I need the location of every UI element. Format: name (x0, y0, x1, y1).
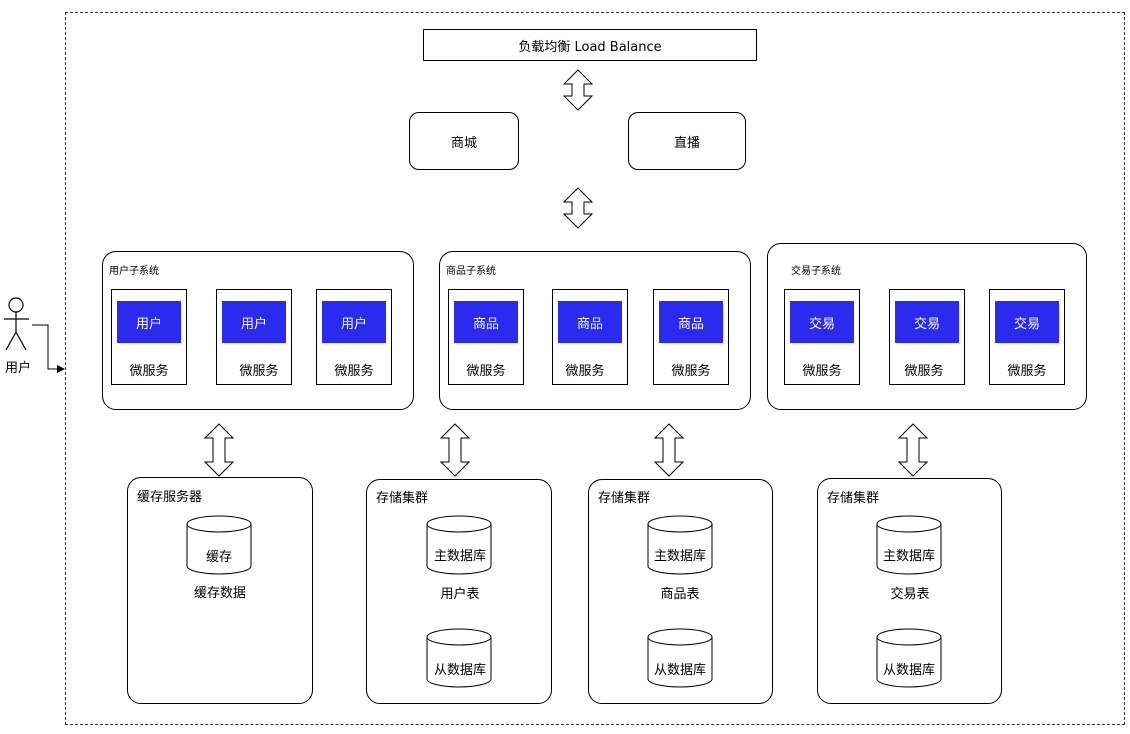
mall-app-box[interactable]: 商城 (409, 112, 519, 170)
database-cylinder-icon (876, 628, 942, 688)
double-arrow-icon (203, 423, 235, 477)
double-arrow-icon (653, 423, 685, 477)
cache-cylinder-icon (186, 515, 252, 575)
database-cylinder-icon (876, 515, 942, 575)
live-app-label: 直播 (673, 135, 700, 151)
load-balancer-label: 负载均衡 Load Balance (518, 39, 662, 55)
slave-db-label-1: 从数据库 (433, 663, 486, 678)
product-chip-1: 商品 (454, 301, 518, 343)
product-subsystem-title: 商品子系统 (446, 266, 496, 277)
cache-cylinder-label: 缓存 (205, 550, 232, 565)
user-actor-label: 用户 (5, 361, 32, 376)
double-arrow-icon (439, 423, 471, 477)
user-subsystem-title: 用户子系统 (109, 266, 159, 277)
trade-service-label-3: 微服务 (1007, 364, 1047, 379)
database-cylinder-icon (426, 628, 492, 688)
user-service-label-1: 微服务 (129, 364, 169, 379)
master-db-label-1: 主数据库 (433, 549, 486, 564)
user-chip-2: 用户 (222, 301, 286, 343)
database-cylinder-icon (647, 515, 713, 575)
master-db-label-3: 主数据库 (882, 549, 935, 564)
master-db-label-2: 主数据库 (653, 549, 706, 564)
user-chip-3: 用户 (322, 301, 386, 343)
user-service-label-3: 微服务 (334, 364, 374, 379)
cache-data-caption: 缓存数据 (193, 586, 246, 601)
storage-cluster-3-title: 存储集群 (827, 491, 880, 506)
cache-server-title: 缓存服务器 (137, 490, 203, 505)
trade-service-label-2: 微服务 (904, 364, 944, 379)
storage-cluster-1-title: 存储集群 (376, 491, 429, 506)
slave-db-label-2: 从数据库 (653, 663, 706, 678)
table-caption-1: 用户表 (440, 587, 480, 602)
product-service-label-1: 微服务 (466, 364, 506, 379)
user-service-label-2: 微服务 (239, 364, 279, 379)
database-cylinder-icon (647, 628, 713, 688)
trade-chip-1: 交易 (790, 301, 854, 343)
product-chip-3: 商品 (659, 301, 723, 343)
storage-cluster-2-title: 存储集群 (598, 491, 651, 506)
trade-subsystem-title: 交易子系统 (791, 266, 841, 277)
table-caption-3: 交易表 (890, 587, 930, 602)
product-service-label-3: 微服务 (671, 364, 711, 379)
double-arrow-icon (562, 69, 594, 111)
trade-service-label-1: 微服务 (802, 364, 842, 379)
user-actor-icon (4, 297, 29, 351)
user-entry-connector (32, 324, 65, 373)
double-arrow-icon (897, 423, 929, 477)
trade-chip-2: 交易 (895, 301, 959, 343)
database-cylinder-icon (426, 515, 492, 575)
double-arrow-icon (562, 187, 594, 229)
mall-app-label: 商城 (450, 135, 477, 151)
trade-chip-3: 交易 (995, 301, 1059, 343)
load-balancer-box[interactable]: 负载均衡 Load Balance (423, 29, 757, 61)
cache-server-panel: 缓存服务器 (127, 477, 313, 704)
product-chip-2: 商品 (558, 301, 622, 343)
system-boundary (65, 12, 1125, 725)
user-chip-1: 用户 (117, 301, 181, 343)
product-service-label-2: 微服务 (565, 364, 605, 379)
table-caption-2: 商品表 (660, 587, 700, 602)
live-app-box[interactable]: 直播 (628, 112, 746, 170)
slave-db-label-3: 从数据库 (882, 663, 935, 678)
